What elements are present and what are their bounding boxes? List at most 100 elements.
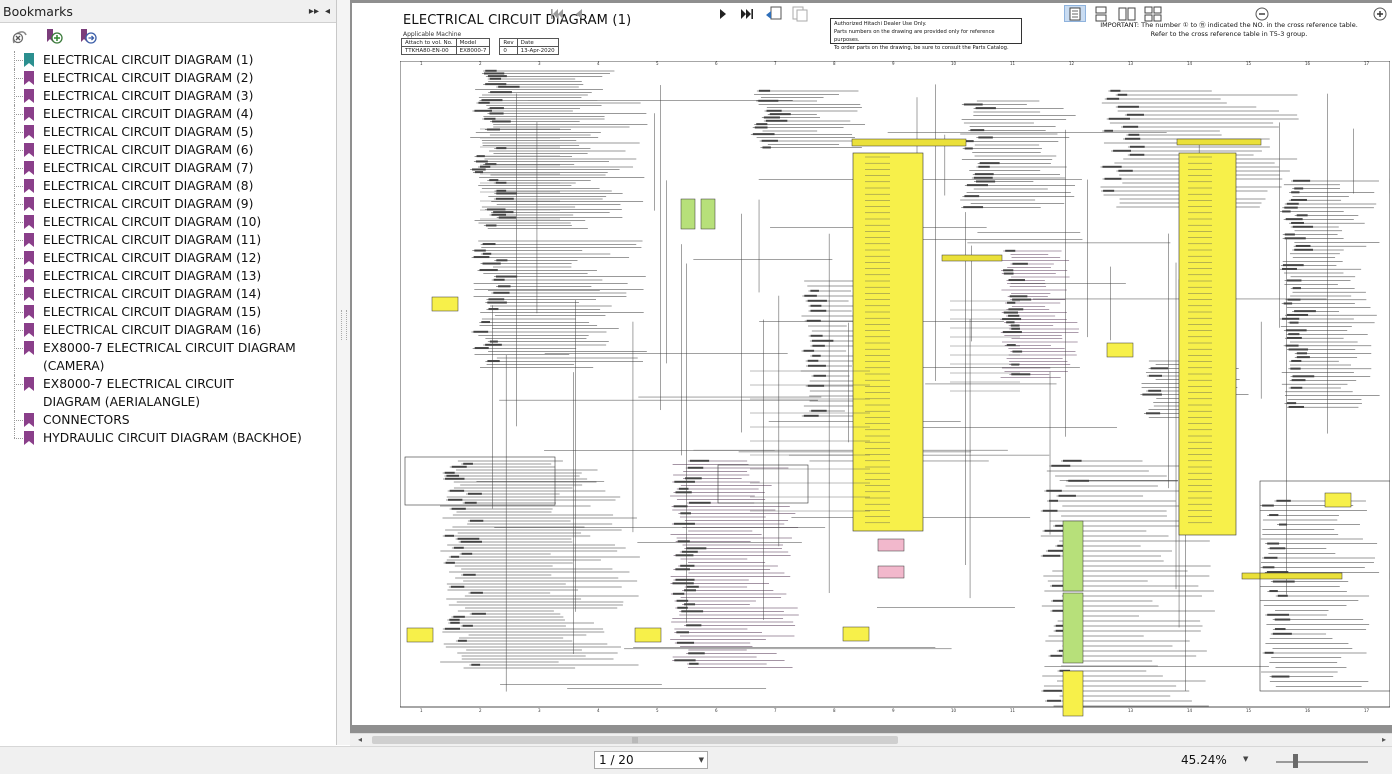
wire-label: [1003, 269, 1014, 272]
bookmark-item[interactable]: HYDRAULIC CIRCUIT DIAGRAM (BACKHOE): [0, 429, 336, 447]
next-page-icon[interactable]: [716, 5, 730, 22]
chevron-down-icon[interactable]: ▼: [1243, 755, 1249, 763]
single-page-view-icon[interactable]: [1064, 5, 1086, 22]
wire-label: [472, 168, 486, 171]
delete-bookmark-icon[interactable]: [10, 27, 30, 47]
wire-label: [1292, 375, 1315, 378]
wire-label: [489, 77, 502, 80]
wire-label: [471, 612, 486, 615]
bookmark-item[interactable]: CONNECTORS: [0, 411, 336, 429]
table-cell: 0: [499, 46, 518, 55]
bookmark-item[interactable]: ELECTRICAL CIRCUIT DIAGRAM (16): [0, 321, 336, 339]
wire-label: [973, 176, 993, 179]
bookmark-item[interactable]: ELECTRICAL CIRCUIT DIAGRAM (6): [0, 141, 336, 159]
wire-label: [675, 554, 694, 557]
previous-page-icon[interactable]: [572, 5, 586, 22]
wire-label: [489, 340, 498, 343]
grid-column-label: 16: [1305, 708, 1311, 713]
wire-label: [482, 243, 496, 246]
bookmark-item[interactable]: ELECTRICAL CIRCUIT DIAGRAM (3): [0, 87, 336, 105]
wire-label: [1148, 389, 1162, 392]
expand-bookmark-icon[interactable]: [78, 27, 98, 47]
page-number-input[interactable]: 1 / 20 ▼: [594, 751, 708, 769]
wire-label: [445, 561, 455, 564]
bookmark-item[interactable]: ELECTRICAL CIRCUIT DIAGRAM (12): [0, 249, 336, 267]
wire-label: [675, 568, 690, 571]
sub-diagram: [1259, 480, 1390, 692]
wire-label: [491, 213, 507, 216]
zoom-out-icon[interactable]: [1254, 5, 1270, 22]
wire-label: [810, 309, 827, 312]
wire-label: [812, 354, 821, 357]
wire-label: [807, 364, 826, 367]
bookmark-label: ELECTRICAL CIRCUIT DIAGRAM (7): [43, 161, 254, 175]
scroll-right-icon[interactable]: ▸: [1381, 735, 1386, 744]
document-viewport[interactable]: ELECTRICAL CIRCUIT DIAGRAM (1) Applicabl…: [350, 0, 1392, 733]
bookmark-item[interactable]: ELECTRICAL CIRCUIT DIAGRAM (15): [0, 303, 336, 321]
wire-label: [1012, 350, 1023, 353]
first-page-icon[interactable]: [548, 5, 566, 22]
wire-label: [1009, 295, 1028, 298]
bookmark-flag-icon: [24, 197, 34, 211]
bookmark-item[interactable]: ELECTRICAL CIRCUIT DIAGRAM (11): [0, 231, 336, 249]
facing-view-icon[interactable]: [1116, 5, 1138, 22]
grid-column-label: 7: [774, 708, 777, 713]
previous-view-icon[interactable]: [764, 5, 784, 22]
wire-label: [1295, 244, 1311, 247]
wire-label: [806, 319, 821, 322]
new-bookmark-icon[interactable]: [44, 27, 64, 47]
continuous-view-icon[interactable]: [1090, 5, 1112, 22]
bookmark-item[interactable]: ELECTRICAL CIRCUIT DIAGRAM (13): [0, 267, 336, 285]
bookmark-item[interactable]: ELECTRICAL CIRCUIT DIAGRAM (7): [0, 159, 336, 177]
wire-label: [762, 146, 771, 149]
close-panel-icon[interactable]: ◂: [324, 5, 330, 17]
bookmark-label: ELECTRICAL CIRCUIT DIAGRAM (13): [43, 269, 262, 283]
wire-label: [485, 163, 497, 166]
bookmark-item[interactable]: ELECTRICAL CIRCUIT DIAGRAM (8): [0, 177, 336, 195]
wire-label: [1006, 344, 1016, 347]
wire-label: [1286, 279, 1302, 282]
horizontal-scrollbar[interactable]: ◂ ||| ▸: [350, 733, 1392, 746]
wire-label: [492, 120, 511, 123]
panel-splitter[interactable]: [337, 0, 350, 745]
wire-label: [463, 573, 476, 576]
wire-label: [1118, 169, 1133, 172]
component-box: [431, 296, 459, 312]
wire-label: [1290, 198, 1307, 201]
wire-label: [474, 171, 484, 174]
bookmark-item[interactable]: ELECTRICAL CIRCUIT DIAGRAM (1): [0, 51, 336, 69]
grid-column-label: 1: [420, 61, 423, 66]
last-page-icon[interactable]: [738, 5, 756, 22]
zoom-level[interactable]: 45.24%: [1181, 753, 1227, 767]
scroll-thumb[interactable]: |||: [372, 736, 898, 744]
relay-module: [1062, 670, 1084, 717]
bookmark-item[interactable]: ELECTRICAL CIRCUIT DIAGRAM (4): [0, 105, 336, 123]
grid-column-label: 12: [1069, 61, 1075, 66]
bookmark-item[interactable]: ELECTRICAL CIRCUIT DIAGRAM (5): [0, 123, 336, 141]
zoom-slider-thumb[interactable]: [1293, 754, 1298, 768]
collapse-panel-icon[interactable]: ▸▸: [308, 5, 319, 17]
wire-label: [1287, 298, 1301, 301]
wire-label: [1291, 379, 1306, 382]
bookmark-item[interactable]: ELECTRICAL CIRCUIT DIAGRAM (10): [0, 213, 336, 231]
connector-strip: [1241, 572, 1343, 580]
wire-label: [1282, 317, 1300, 320]
wire-label: [1011, 363, 1020, 366]
bookmark-flag-icon: [24, 323, 34, 337]
bookmark-flag-icon: [24, 287, 34, 301]
next-view-icon[interactable]: [790, 5, 810, 22]
chevron-down-icon[interactable]: ▼: [698, 756, 704, 764]
wire-label: [966, 184, 988, 187]
wire-label: [688, 652, 705, 655]
wire-label: [444, 471, 455, 474]
continuous-facing-view-icon[interactable]: [1142, 5, 1164, 22]
scroll-left-icon[interactable]: ◂: [357, 735, 362, 744]
bookmark-item[interactable]: ELECTRICAL CIRCUIT DIAGRAM (2): [0, 69, 336, 87]
zoom-in-icon[interactable]: [1372, 5, 1388, 22]
bookmark-item[interactable]: ELECTRICAL CIRCUIT DIAGRAM (14): [0, 285, 336, 303]
bookmark-item[interactable]: EX8000-7 ELECTRICAL CIRCUIT DIAGRAM (AER…: [0, 375, 336, 411]
bookmark-item[interactable]: ELECTRICAL CIRCUIT DIAGRAM (9): [0, 195, 336, 213]
bookmark-item[interactable]: EX8000-7 ELECTRICAL CIRCUIT DIAGRAM (CAM…: [0, 339, 336, 375]
zoom-slider-track[interactable]: [1276, 761, 1368, 763]
wire-label: [1282, 264, 1304, 267]
